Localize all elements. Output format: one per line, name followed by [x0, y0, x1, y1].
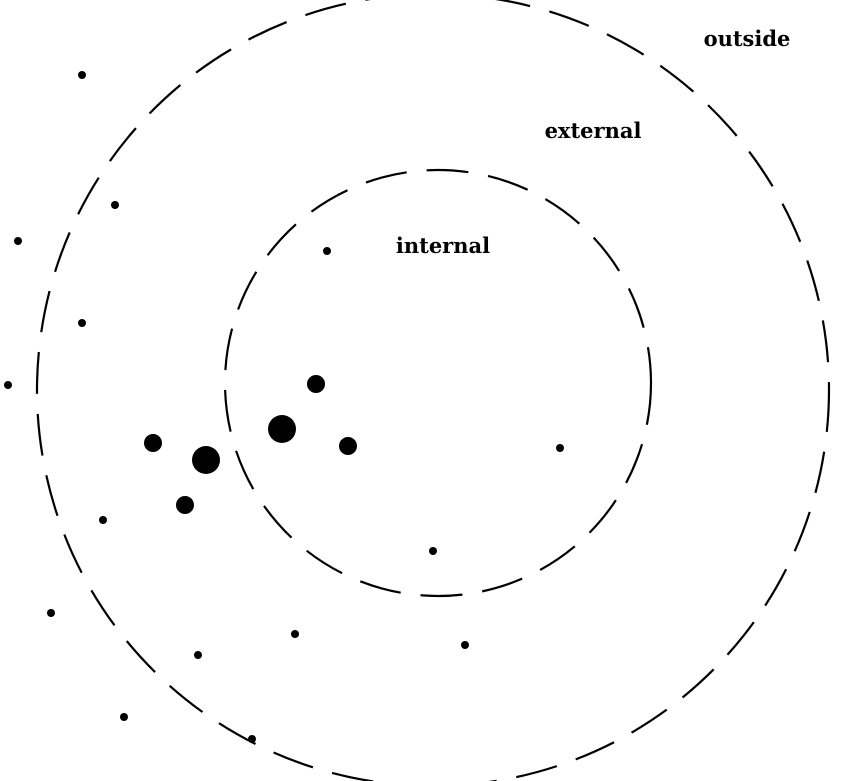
external-zone-boundary: [36, 0, 830, 781]
small-point: [291, 630, 299, 638]
small-point: [111, 201, 119, 209]
small-point: [99, 516, 107, 524]
small-point: [47, 609, 55, 617]
small-point: [461, 641, 469, 649]
small-point: [78, 71, 86, 79]
small-point: [78, 319, 86, 327]
small-point: [120, 713, 128, 721]
small-point: [556, 444, 564, 452]
small-point: [14, 237, 22, 245]
small-point: [4, 381, 12, 389]
large-point: [268, 415, 296, 443]
label-outside: outside: [704, 26, 791, 51]
medium-point: [339, 437, 357, 455]
small-point: [323, 247, 331, 255]
label-internal: internal: [396, 233, 490, 258]
small-point: [429, 547, 437, 555]
medium-point: [176, 496, 194, 514]
medium-point: [307, 375, 325, 393]
large-point: [192, 446, 220, 474]
internal-zone-boundary: [223, 168, 653, 598]
medium-point: [144, 434, 162, 452]
small-point: [248, 735, 256, 743]
label-external: external: [545, 118, 642, 143]
small-point: [194, 651, 202, 659]
